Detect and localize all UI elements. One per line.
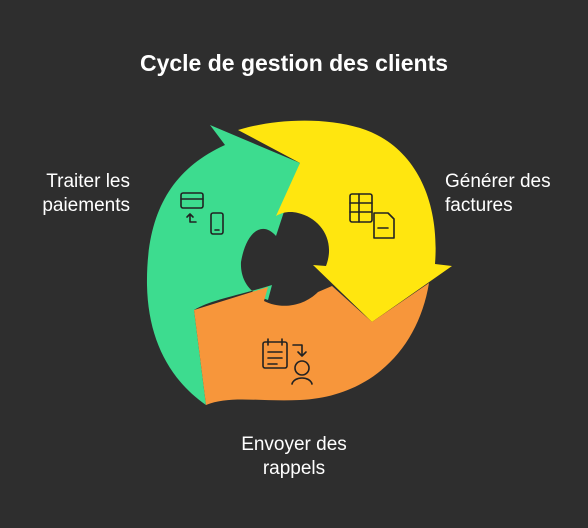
cycle-arrow-invoice	[238, 120, 452, 322]
step-label-reminder-line2: rappels	[262, 458, 326, 479]
step-label-invoice-line2: factures	[445, 195, 513, 216]
step-label-pay-line2: paiements	[42, 195, 130, 216]
checklist-to-person-icon	[262, 338, 313, 385]
step-label-reminder: Envoyer des rappels	[194, 433, 394, 481]
cycle-arrow-pay	[146, 125, 300, 405]
diagram-title: Cycle de gestion des clients	[139, 50, 449, 76]
step-label-reminder-line1: Envoyer des	[241, 434, 347, 455]
card-to-phone-icon	[180, 192, 224, 235]
step-label-invoice: Générer des factures	[445, 170, 575, 218]
cycle-arrow-reminder	[194, 283, 429, 405]
spreadsheet-document-icon	[349, 193, 395, 239]
step-label-pay-line1: Traiter les	[46, 171, 130, 192]
step-label-pay: Traiter les paiements	[20, 170, 130, 218]
step-label-invoice-line1: Générer des	[445, 171, 551, 192]
